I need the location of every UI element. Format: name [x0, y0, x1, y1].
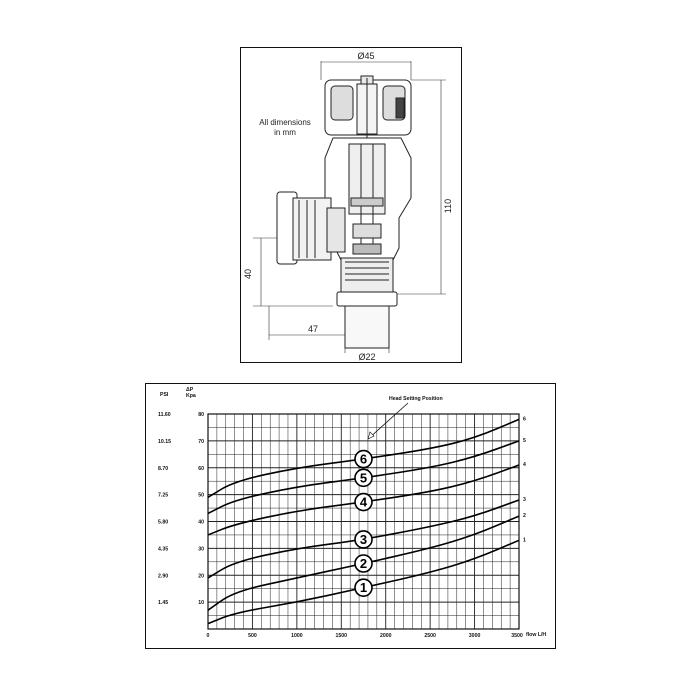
dim-bottom-label: Ø22 [358, 352, 375, 362]
kpa-axis-label: Kpa [186, 393, 196, 399]
x-tick-label: 3500 [511, 633, 523, 639]
chart-labels: PSI ΔP Kpa flow L/H Head Setting Positio… [158, 387, 546, 639]
x-tick-label: 500 [248, 633, 257, 639]
side-union [276, 191, 346, 265]
curve-setting-2 [207, 515, 520, 611]
dim-height-label: 110 [443, 199, 453, 213]
x-tick-label: 1000 [291, 633, 303, 639]
dimensions-note-line2: in mm [274, 128, 296, 137]
x-tick-label: 2500 [424, 633, 436, 639]
curve-setting-4 [207, 464, 520, 536]
kpa-tick-label: 10 [198, 600, 204, 606]
valve-body [324, 137, 412, 261]
flow-chart: 1 2 3 4 5 6 PSI ΔP Kpa flow L/H Head Setting … [158, 387, 546, 639]
curve-setting-5 [207, 440, 520, 515]
dimensions-note-line1: All dimensions [259, 118, 311, 127]
kpa-tick-label: 30 [198, 546, 204, 552]
psi-tick-label: 4.35 [158, 546, 168, 552]
psi-tick-label: 1.45 [158, 600, 168, 606]
kpa-tick-label: 50 [198, 493, 204, 499]
setting-circle-3 [354, 530, 373, 549]
x-tick-label: 0 [207, 633, 210, 639]
valve-drawing-panel: All dimensions in mm [240, 47, 462, 363]
setting-circle-label: 4 [360, 495, 368, 510]
setting-circle-2 [354, 554, 373, 573]
dim-width-label: 47 [308, 324, 318, 334]
kpa-tick-label: 80 [198, 412, 204, 418]
curve-setting-3 [207, 499, 520, 579]
curve-end-label: 1 [523, 537, 526, 543]
head-setting-arrow [367, 402, 409, 440]
plot-frame [207, 413, 520, 630]
dim-top-label: Ø45 [357, 51, 374, 61]
psi-tick-label: 7.25 [158, 493, 168, 499]
bottom-tailpiece [336, 257, 398, 349]
kpa-tick-label: 60 [198, 466, 204, 472]
setting-circle-label: 3 [360, 532, 367, 547]
flow-axis-label: flow L/H [526, 632, 546, 638]
dim-side-label: 40 [243, 269, 253, 279]
valve-cross-section: Ø45 110 40 47 Ø22 [243, 51, 453, 362]
setting-circle-1 [354, 578, 373, 597]
setting-circle-label: 6 [360, 452, 367, 467]
curve-setting-6 [207, 418, 520, 498]
psi-tick-label: 11.60 [158, 412, 171, 418]
setting-circle-label: 2 [360, 556, 367, 571]
x-tick-label: 1500 [336, 633, 348, 639]
curve-end-label: 2 [523, 513, 526, 519]
x-tick-label: 3000 [469, 633, 481, 639]
psi-tick-label: 8.70 [158, 466, 168, 472]
setting-circle-label: 5 [360, 470, 367, 485]
x-tick-label: 2000 [380, 633, 392, 639]
psi-axis-label: PSI [160, 392, 169, 398]
setting-circle-5 [354, 468, 373, 488]
setting-circle-4 [354, 492, 373, 512]
flow-chart-panel: 1 2 3 4 5 6 PSI ΔP Kpa flow L/H Head Setting … [145, 383, 556, 649]
kpa-tick-label: 20 [198, 573, 204, 579]
curve-setting-1 [207, 539, 520, 625]
dimensions-note: All dimensions in mm [245, 118, 325, 138]
curve-end-label: 4 [523, 462, 526, 468]
curve-end-label: 5 [523, 438, 526, 444]
kpa-tick-label: 40 [198, 520, 204, 526]
psi-tick-label: 2.90 [158, 573, 168, 579]
psi-tick-label: 5.80 [158, 520, 168, 526]
chart-curves: 1 2 3 4 5 6 [207, 418, 520, 625]
curve-end-label: 3 [523, 497, 526, 503]
head-setting-label: Head Setting Position [389, 396, 443, 402]
psi-tick-label: 10.15 [158, 439, 171, 445]
setting-circle-label: 1 [360, 580, 367, 595]
setting-circle-6 [354, 449, 373, 469]
dp-axis-label: ΔP [186, 387, 194, 393]
curve-end-label: 6 [523, 416, 526, 422]
kpa-tick-label: 70 [198, 439, 204, 445]
head-setting-arrowhead [367, 431, 375, 440]
